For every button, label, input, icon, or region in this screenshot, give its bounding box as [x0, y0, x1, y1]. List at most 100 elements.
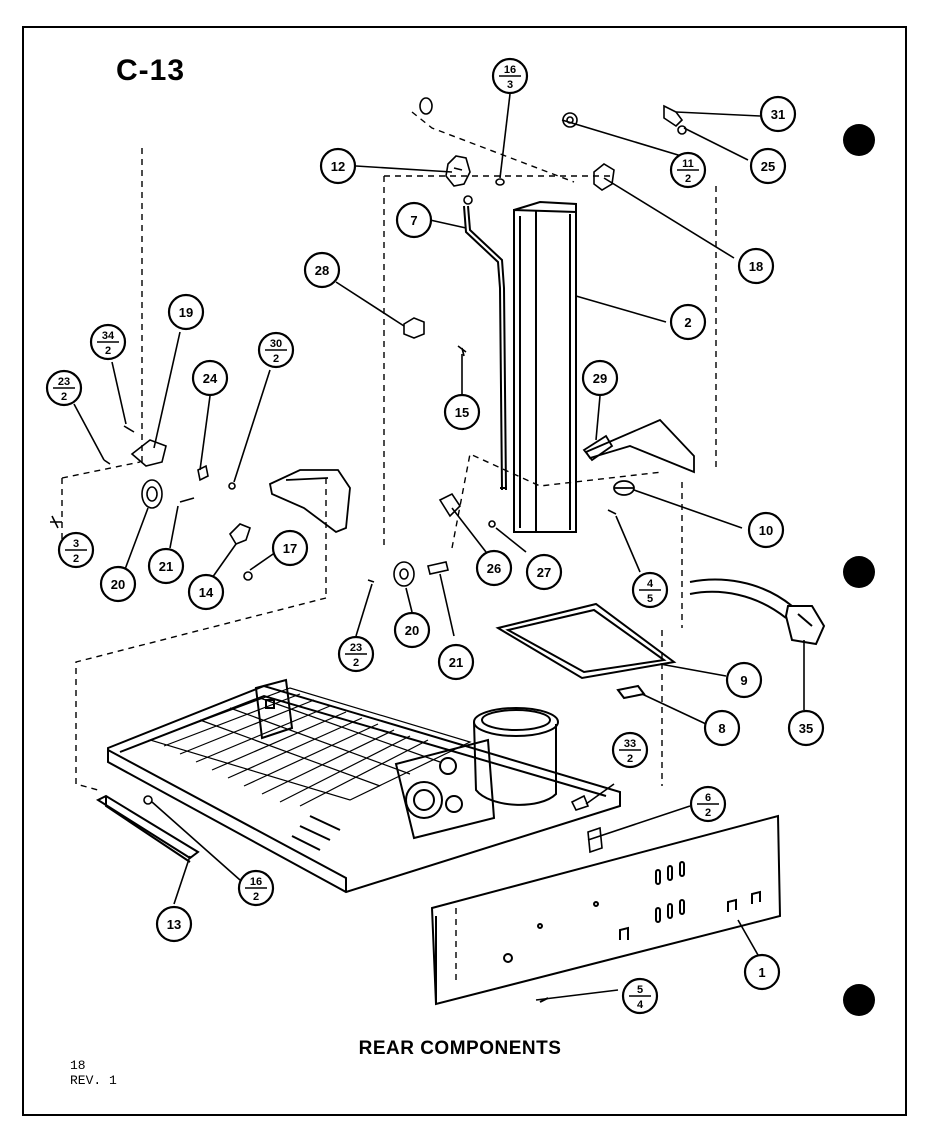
- callout-number: 26: [487, 561, 501, 576]
- callout-group: 1216331251121872821529193422322430210322…: [45, 57, 825, 1015]
- callout-number: 29: [593, 371, 607, 386]
- callout-number: 24: [203, 371, 218, 386]
- binder-hole-bottom: [843, 984, 875, 1016]
- callout-number: 9: [740, 673, 747, 688]
- callout-number: 13: [167, 917, 181, 932]
- callout-quantity: 2: [705, 807, 711, 819]
- callout-number: 12: [331, 159, 345, 174]
- left-bracket-assembly: [50, 425, 253, 581]
- callout-c15: 15: [443, 393, 481, 431]
- callout-number: 6: [705, 792, 711, 804]
- callout-c16a: 163: [491, 57, 529, 95]
- callout-c23b: 232: [337, 635, 375, 673]
- callout-number: 11: [682, 158, 694, 170]
- callout-circle: [303, 251, 341, 289]
- top-fasteners: [419, 97, 687, 205]
- callout-c6: 62: [689, 785, 727, 823]
- callout-circle: [581, 359, 619, 397]
- callout-circle: [147, 547, 185, 585]
- callout-circle: [759, 95, 797, 133]
- callout-c12: 12: [319, 147, 357, 185]
- callout-c20a: 20: [99, 565, 137, 603]
- callout-number: 15: [455, 405, 469, 420]
- condenser-bracket-plate: [254, 678, 294, 740]
- callout-circle: [437, 643, 475, 681]
- callout-c34: 342: [89, 323, 127, 361]
- callout-c10: 10: [747, 511, 785, 549]
- callout-c9: 9: [725, 661, 763, 699]
- callout-circle: [99, 565, 137, 603]
- callout-number: 8: [718, 721, 725, 736]
- callout-c24: 24: [191, 359, 229, 397]
- callout-circle: [167, 293, 205, 331]
- housing-outline: [61, 111, 717, 984]
- callout-number: 25: [761, 159, 775, 174]
- callout-number: 31: [771, 107, 785, 122]
- callout-quantity: 2: [73, 553, 79, 565]
- callout-number: 7: [410, 213, 417, 228]
- callout-circle: [669, 303, 707, 341]
- callout-number: 34: [102, 330, 115, 342]
- callout-circle: [749, 147, 787, 185]
- rear-panel: [430, 814, 782, 1006]
- callout-number: 23: [350, 642, 362, 654]
- callout-c20b: 20: [393, 611, 431, 649]
- callout-circle: [725, 661, 763, 699]
- callout-quantity: 2: [627, 753, 633, 765]
- callout-c25: 25: [749, 147, 787, 185]
- callout-circle: [743, 953, 781, 991]
- callout-circle: [271, 529, 309, 567]
- callout-c27: 27: [525, 553, 563, 591]
- mid-fasteners: [367, 492, 617, 587]
- callout-number: 1: [758, 965, 765, 980]
- callout-number: 4: [647, 578, 654, 590]
- callout-number: 17: [283, 541, 297, 556]
- callout-circle: [443, 393, 481, 431]
- callout-circle: [395, 201, 433, 239]
- callout-c26: 26: [475, 549, 513, 587]
- callout-number: 18: [749, 259, 763, 274]
- callout-circle: [393, 611, 431, 649]
- callout-c1: 1: [743, 953, 781, 991]
- fan-shroud: [268, 469, 351, 534]
- clip-and-screw: [403, 317, 467, 357]
- revision-label: REV. 1: [70, 1073, 117, 1088]
- callout-number: 10: [759, 523, 773, 538]
- page-border: [22, 26, 907, 1116]
- leader-lines: [73, 93, 805, 1001]
- callout-number: 23: [58, 376, 70, 388]
- drain-tube: [463, 205, 507, 491]
- callout-c14: 14: [187, 573, 225, 611]
- callout-c33: 332: [611, 731, 649, 769]
- callout-number: 20: [405, 623, 419, 638]
- callout-circle: [787, 709, 825, 747]
- callout-c16b: 162: [237, 869, 275, 907]
- callout-number: 5: [637, 984, 643, 996]
- callout-c8: 8: [703, 709, 741, 747]
- callout-quantity: 2: [61, 391, 67, 403]
- callout-circle: [191, 359, 229, 397]
- condenser-coil: [148, 687, 472, 807]
- callout-number: 3: [73, 538, 79, 550]
- callout-c23a: 232: [45, 369, 83, 407]
- callout-number: 27: [537, 565, 551, 580]
- diagram-caption: REAR COMPONENTS: [358, 1038, 562, 1059]
- callout-number: 21: [159, 559, 173, 574]
- page-code: C-13: [116, 54, 186, 87]
- callout-number: 2: [684, 315, 691, 330]
- callout-circle: [747, 511, 785, 549]
- callout-circle: [319, 147, 357, 185]
- callout-circle: [475, 549, 513, 587]
- callout-c21a: 21: [147, 547, 185, 585]
- callout-circle: [703, 709, 741, 747]
- callout-quantity: 2: [685, 173, 691, 185]
- base-bracket: [95, 794, 200, 863]
- callout-quantity: 2: [273, 353, 279, 365]
- callout-c18: 18: [737, 247, 775, 285]
- page-number: 18: [70, 1058, 86, 1073]
- callout-quantity: 2: [105, 345, 111, 357]
- callout-c21b: 21: [437, 643, 475, 681]
- callout-number: 28: [315, 263, 329, 278]
- callout-c35: 35: [787, 709, 825, 747]
- callout-number: 14: [199, 585, 214, 600]
